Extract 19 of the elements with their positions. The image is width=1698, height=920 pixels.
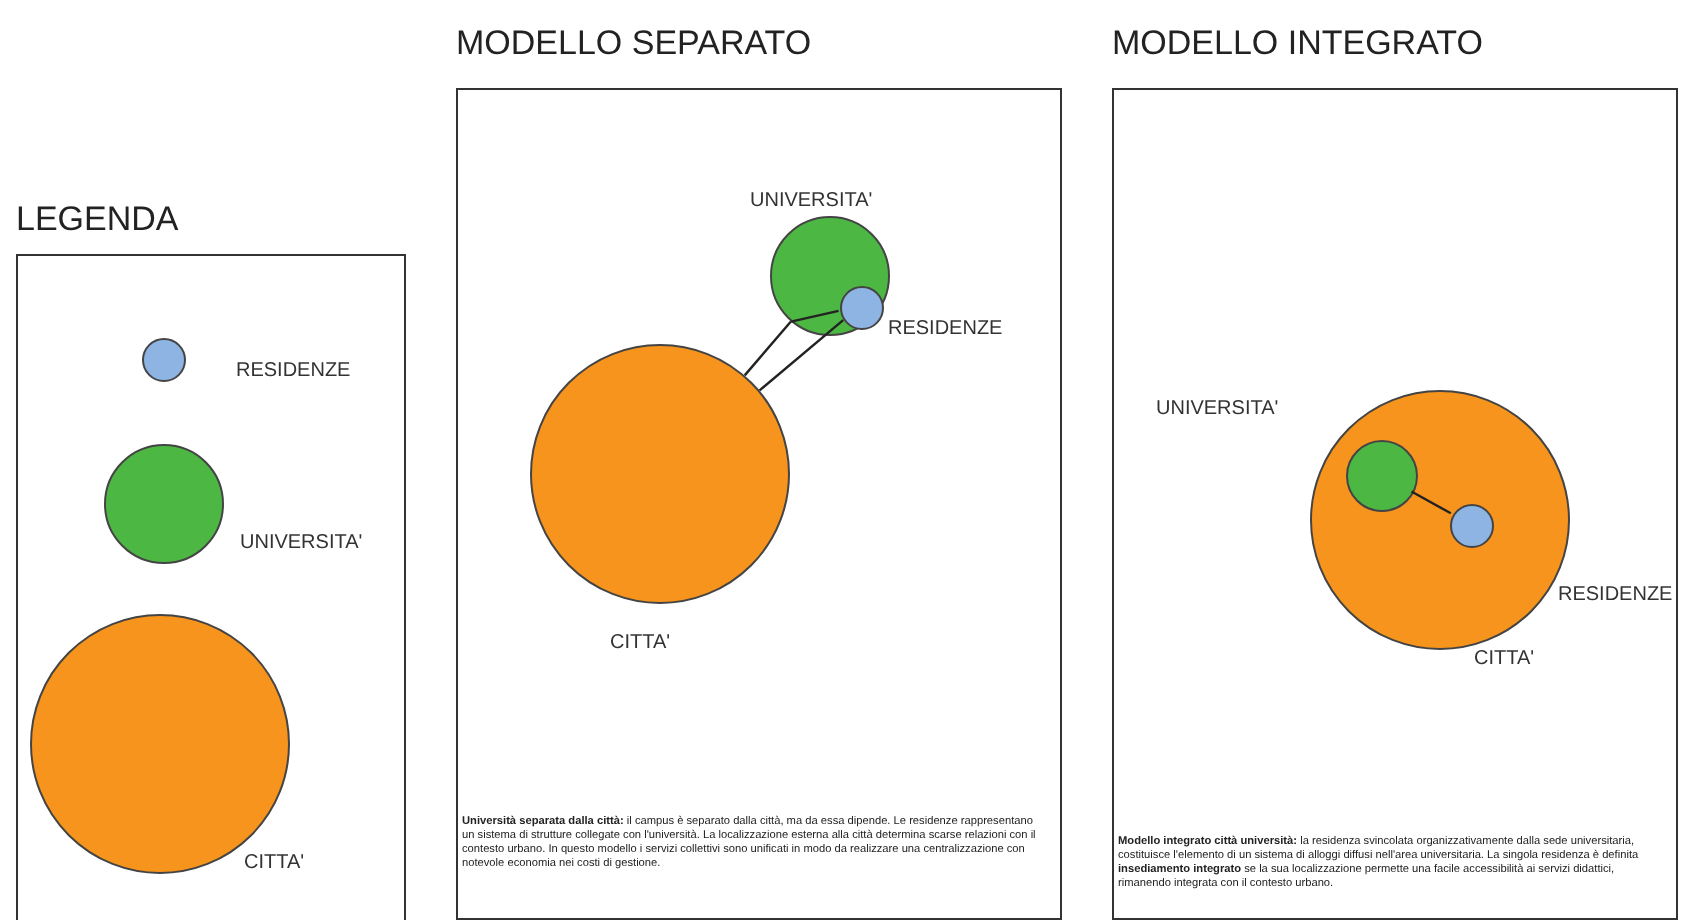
panel-title: MODELLO INTEGRATO — [1112, 24, 1483, 64]
legend-label: RESIDENZE — [236, 360, 351, 382]
circle-label: CITTA' — [1474, 648, 1535, 670]
circle-label: CITTA' — [610, 632, 671, 654]
university-circle — [1346, 440, 1418, 512]
connector-line — [790, 309, 839, 323]
connector-line — [758, 319, 844, 392]
panel-title: MODELLO SEPARATO — [456, 24, 812, 64]
residence-circle — [840, 286, 884, 330]
circle-label: RESIDENZE — [888, 318, 1003, 340]
circle-label: UNIVERSITA' — [1156, 398, 1279, 420]
legend-label: CITTA' — [244, 852, 305, 874]
legend-label: UNIVERSITA' — [240, 532, 363, 554]
connector-line — [1410, 490, 1452, 515]
residence-circle — [1450, 504, 1494, 548]
circle-label: RESIDENZE — [1558, 584, 1673, 606]
connector-line — [743, 320, 792, 377]
circle-label: UNIVERSITA' — [750, 190, 873, 212]
legend-title: LEGENDA — [16, 200, 179, 240]
